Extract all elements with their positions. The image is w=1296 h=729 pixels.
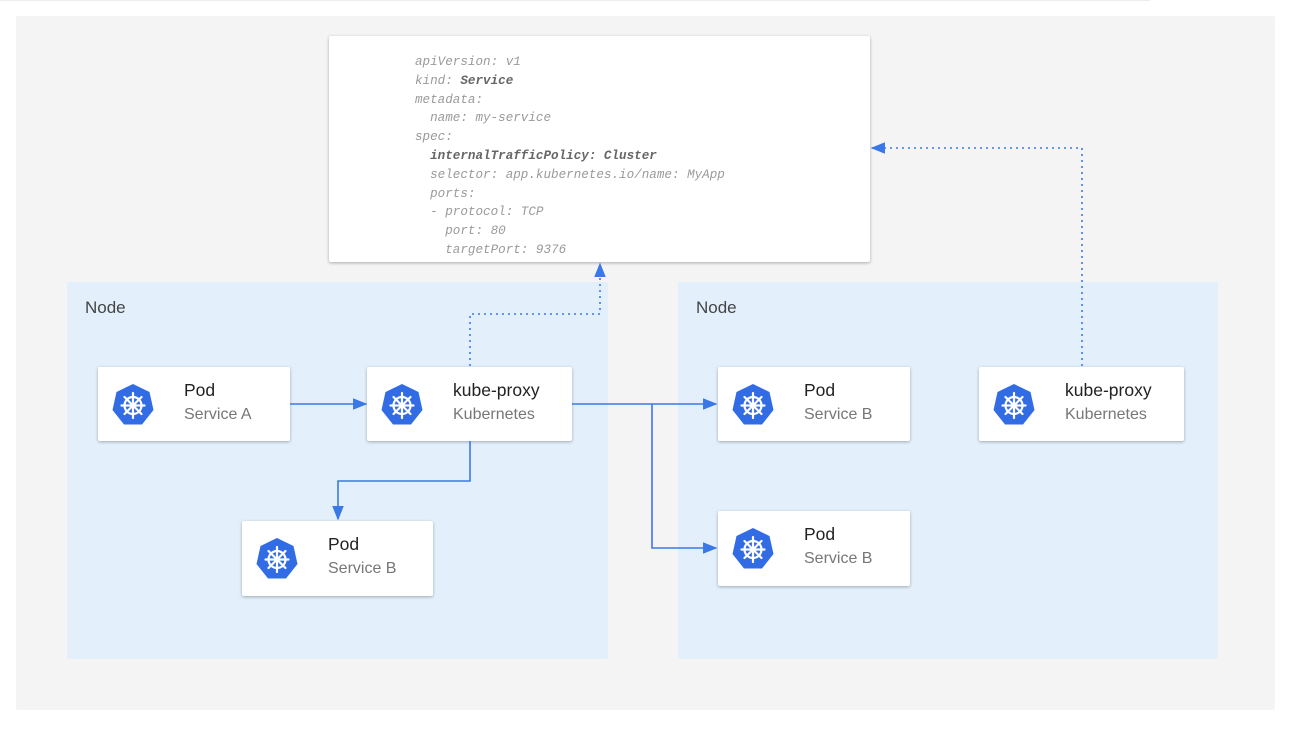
node-right: Node bbox=[678, 282, 1218, 659]
card-title: kube-proxy bbox=[1065, 380, 1152, 400]
card-subtitle: Service B bbox=[804, 550, 873, 567]
pod-service-b-left-card[interactable]: Pod Service B bbox=[242, 521, 433, 596]
pod-service-a-card[interactable]: Pod Service A bbox=[98, 367, 290, 441]
card-title: kube-proxy bbox=[453, 380, 540, 400]
pod-service-b-right-1-card[interactable]: Pod Service B bbox=[718, 367, 910, 441]
kube-proxy-right-card[interactable]: kube-proxy Kubernetes bbox=[979, 367, 1184, 441]
arrow-proxy-to-pod-b-right-2 bbox=[651, 404, 718, 554]
card-subtitle: Kubernetes bbox=[453, 406, 535, 423]
card-title: Pod bbox=[328, 534, 360, 554]
card-subtitle: Service A bbox=[184, 406, 252, 423]
arrow-proxy-to-pod-b-left bbox=[332, 441, 471, 521]
card-title: Pod bbox=[804, 524, 836, 544]
card-subtitle: Kubernetes bbox=[1065, 406, 1147, 423]
yaml-code: apiVersion: v1 kind: Service metadata: n… bbox=[415, 55, 725, 257]
top-divider bbox=[0, 0, 1150, 1]
card-title: Pod bbox=[804, 380, 836, 400]
node-label: Node bbox=[696, 298, 737, 317]
card-title: Pod bbox=[184, 380, 216, 400]
node-left: Node bbox=[67, 282, 608, 659]
pod-service-b-right-2-card[interactable]: Pod Service B bbox=[718, 511, 910, 586]
kube-proxy-left-card[interactable]: kube-proxy Kubernetes bbox=[367, 367, 572, 441]
card-subtitle: Service B bbox=[328, 560, 397, 577]
service-yaml-card: apiVersion: v1 kind: Service metadata: n… bbox=[329, 36, 870, 262]
node-label: Node bbox=[85, 298, 126, 317]
dotted-arrow-left-proxy-to-yaml bbox=[469, 262, 606, 366]
dotted-arrow-right-proxy-to-yaml bbox=[870, 142, 1083, 366]
card-subtitle: Service B bbox=[804, 406, 873, 423]
